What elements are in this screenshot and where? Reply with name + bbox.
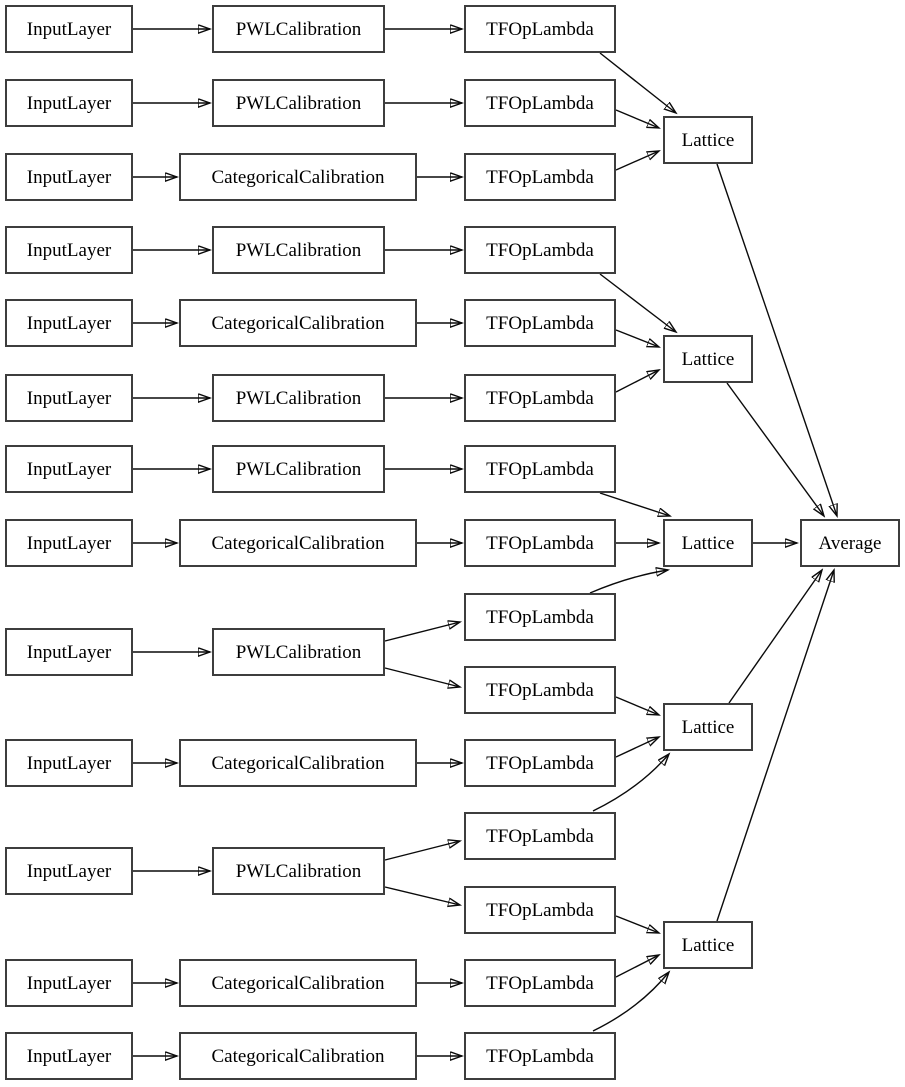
tfop-lambda-node: TFOpLambda	[464, 299, 616, 347]
input-layer-node: InputLayer	[5, 519, 133, 567]
tfop-lambda-node: TFOpLambda	[464, 666, 616, 714]
edge	[384, 841, 460, 861]
tfop-lambda-node: TFOpLambda	[464, 1032, 616, 1080]
lattice-node: Lattice	[663, 703, 753, 751]
edge	[615, 109, 659, 128]
categorical-calibration-node: CategoricalCalibration	[179, 299, 417, 347]
pwl-calibration-node: PWLCalibration	[212, 374, 385, 422]
edge	[384, 622, 460, 642]
input-layer-node: InputLayer	[5, 959, 133, 1007]
average-node: Average	[800, 519, 900, 567]
tfop-lambda-node: TFOpLambda	[464, 374, 616, 422]
edge	[615, 737, 659, 758]
lattice-node: Lattice	[663, 921, 753, 969]
categorical-calibration-node: CategoricalCalibration	[179, 153, 417, 201]
edge	[726, 382, 824, 516]
pwl-calibration-node: PWLCalibration	[212, 445, 385, 493]
pwl-calibration-node: PWLCalibration	[212, 847, 385, 895]
tfop-lambda-node: TFOpLambda	[464, 812, 616, 860]
edge	[615, 696, 659, 715]
tfop-lambda-node: TFOpLambda	[464, 593, 616, 641]
input-layer-node: InputLayer	[5, 739, 133, 787]
edge	[615, 370, 659, 393]
edge	[589, 570, 668, 594]
categorical-calibration-node: CategoricalCalibration	[179, 959, 417, 1007]
tfop-lambda-node: TFOpLambda	[464, 5, 616, 53]
edge	[599, 492, 670, 516]
input-layer-node: InputLayer	[5, 445, 133, 493]
input-layer-node: InputLayer	[5, 79, 133, 127]
edge	[716, 163, 837, 516]
categorical-calibration-node: CategoricalCalibration	[179, 1032, 417, 1080]
tfop-lambda-node: TFOpLambda	[464, 739, 616, 787]
input-layer-node: InputLayer	[5, 628, 133, 676]
categorical-calibration-node: CategoricalCalibration	[179, 739, 417, 787]
input-layer-node: InputLayer	[5, 153, 133, 201]
input-layer-node: InputLayer	[5, 374, 133, 422]
input-layer-node: InputLayer	[5, 847, 133, 895]
tfop-lambda-node: TFOpLambda	[464, 226, 616, 274]
edge	[599, 273, 676, 332]
pwl-calibration-node: PWLCalibration	[212, 79, 385, 127]
tfop-lambda-node: TFOpLambda	[464, 519, 616, 567]
pwl-calibration-node: PWLCalibration	[212, 5, 385, 53]
edge	[615, 915, 659, 933]
input-layer-node: InputLayer	[5, 299, 133, 347]
edge	[615, 955, 659, 978]
tfop-lambda-node: TFOpLambda	[464, 886, 616, 934]
lattice-node: Lattice	[663, 116, 753, 164]
categorical-calibration-node: CategoricalCalibration	[179, 519, 417, 567]
input-layer-node: InputLayer	[5, 1032, 133, 1080]
tfop-lambda-node: TFOpLambda	[464, 959, 616, 1007]
edge	[599, 52, 676, 113]
tfop-lambda-node: TFOpLambda	[464, 79, 616, 127]
input-layer-node: InputLayer	[5, 226, 133, 274]
pwl-calibration-node: PWLCalibration	[212, 226, 385, 274]
edge	[592, 754, 669, 812]
pwl-calibration-node: PWLCalibration	[212, 628, 385, 676]
lattice-node: Lattice	[663, 335, 753, 383]
input-layer-node: InputLayer	[5, 5, 133, 53]
edge	[384, 886, 460, 905]
edge	[615, 151, 659, 171]
edge	[615, 329, 659, 347]
edge	[592, 972, 669, 1032]
edge	[728, 570, 822, 704]
tfop-lambda-node: TFOpLambda	[464, 153, 616, 201]
lattice-node: Lattice	[663, 519, 753, 567]
edge	[716, 570, 834, 922]
tfop-lambda-node: TFOpLambda	[464, 445, 616, 493]
edge	[384, 667, 460, 687]
